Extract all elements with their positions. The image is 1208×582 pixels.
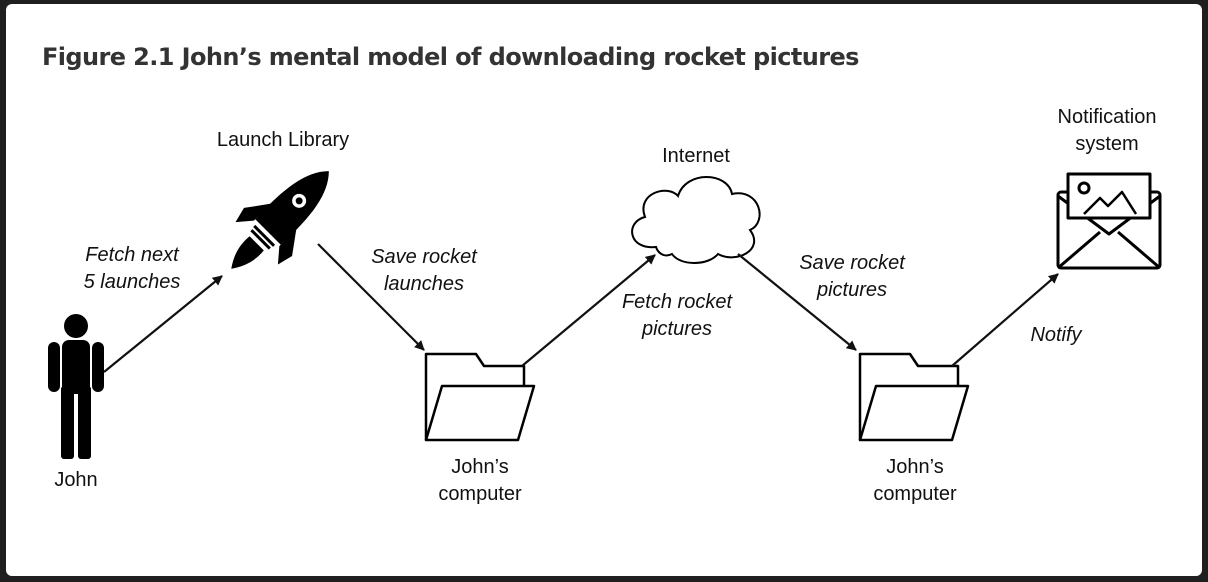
folder-icon <box>424 352 536 442</box>
arrow-library-to-computer <box>317 243 425 351</box>
arrow-computer-to-internet <box>521 254 656 367</box>
john-label: John <box>54 469 98 491</box>
envelope-image-icon <box>1056 172 1162 270</box>
arrow-computer-to-notification <box>951 273 1059 367</box>
arrow-internet-to-computer <box>737 253 857 351</box>
folder-icon <box>858 352 970 442</box>
notify-label: Notify <box>1030 324 1082 346</box>
arrows <box>103 243 1059 373</box>
internet-label: Internet <box>662 145 730 167</box>
figure-title: Figure 2.1 John’s mental model of downlo… <box>42 43 859 71</box>
cloud-icon <box>631 176 761 264</box>
arrow-john-to-library <box>103 275 223 373</box>
launch-library-label: Launch Library <box>216 129 350 151</box>
person-icon <box>48 314 104 459</box>
rocket-icon <box>231 171 329 269</box>
